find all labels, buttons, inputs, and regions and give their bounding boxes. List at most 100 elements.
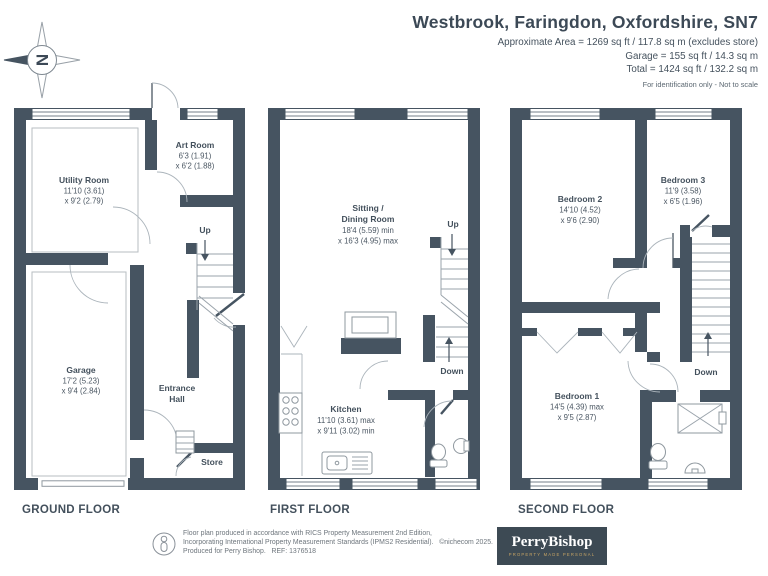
first-up-arrow [448,249,456,256]
kitchen-window-right [351,478,419,490]
kitchen-door [359,360,389,390]
svg-text:x 9'2 (2.79): x 9'2 (2.79) [65,197,104,206]
second-floor-plan: Down Bedroom 2 14'10 (4.52) x 9'6 (2.90)… [510,108,742,516]
sitting-window-right [406,108,469,120]
svg-text:6'3 (1.91): 6'3 (1.91) [179,152,212,161]
svg-text:Bedroom 3: Bedroom 3 [661,175,706,185]
corner-cupboard [280,325,308,348]
ground-floor-plan: Up Art Room 6'3 (1.91) x 6'2 (1.88) Util… [14,82,245,516]
bedroom3-door [691,214,710,232]
disclaimer: For identification only - Not to scale [642,79,758,89]
second-floor-title: SECOND FLOOR [518,504,615,516]
second-down-arrow [704,332,712,339]
utility-window [31,108,131,120]
art-room-label: Art Room 6'3 (1.91) x 6'2 (1.88) [176,140,215,171]
sitting-room-label: Sitting / Dining Room 18'4 (5.59) min x … [338,203,398,246]
utility-door [69,264,109,304]
svg-text:14'10 (4.52): 14'10 (4.52) [559,206,601,215]
shower-room-window [647,478,709,490]
svg-text:Entrance: Entrance [159,383,196,393]
wc-door [440,399,454,415]
hall-door [112,206,151,245]
bedroom2-window [529,108,601,120]
svg-text:x 6'5 (1.96): x 6'5 (1.96) [664,197,703,206]
garage-label: Garage 17'2 (5.23) x 9'4 (2.84) [62,365,101,396]
first-up-label: Up [447,219,458,229]
svg-text:11'10 (3.61): 11'10 (3.61) [64,187,105,196]
approx-area: Approximate Area = 1269 sq ft / 117.8 sq… [497,37,758,48]
bedroom1-wardrobes [522,328,638,354]
footer: Floor plan produced in accordance with R… [151,529,493,559]
second-down-label: Down [694,367,717,377]
bedroom2-label: Bedroom 2 14'10 (4.52) x 9'6 (2.90) [558,194,603,225]
garage-access-door [143,409,178,444]
svg-text:x 9'4 (2.84): x 9'4 (2.84) [62,387,101,396]
bedroom2-door [607,268,640,300]
first-floor-title: FIRST FLOOR [270,504,350,516]
sink [321,451,373,475]
wc-toilet [429,443,448,468]
ground-floor-title: GROUND FLOOR [22,504,121,516]
kitchen-window-left [285,478,341,490]
svg-text:11'10 (3.61) max: 11'10 (3.61) max [317,416,375,425]
store-steps [175,430,195,454]
svg-text:Garage: Garage [66,365,96,375]
header: Westbrook, Faringdon, Oxfordshire, SN7 A… [412,12,758,89]
svg-text:x 9'11 (3.02) min: x 9'11 (3.02) min [317,427,374,436]
entrance-door [215,293,245,317]
oven-unit [344,311,397,339]
wc-basin [453,438,470,454]
sitting-window-left [284,108,356,120]
entrance-hall-label: Entrance Hall [159,383,196,404]
compass-icon: N [3,21,81,99]
agent-logo-name: PerryBishop [511,534,593,550]
art-room-exterior-door [151,82,179,109]
svg-text:Bedroom 1: Bedroom 1 [555,391,600,401]
svg-text:17'2 (5.23): 17'2 (5.23) [62,377,99,386]
svg-text:Kitchen: Kitchen [330,404,361,414]
svg-text:18'4 (5.59) min: 18'4 (5.59) min [342,226,394,235]
first-down-arrow [445,337,453,344]
art-room-window [186,108,219,120]
svg-text:Bedroom 2: Bedroom 2 [558,194,603,204]
svg-text:14'5 (4.39) max: 14'5 (4.39) max [550,403,604,412]
svg-text:x 9'6 (2.90): x 9'6 (2.90) [561,216,600,225]
svg-text:Dining Room: Dining Room [342,214,395,224]
store-label: Store [201,457,223,467]
kitchen-label: Kitchen 11'10 (3.61) max x 9'11 (3.02) m… [317,404,375,436]
second-stairs [692,243,730,353]
first-down-label: Down [440,366,463,376]
garage-area: Garage = 155 sq ft / 14.3 sq m [625,50,758,62]
ground-up-label: Up [199,225,210,235]
svg-text:Art Room: Art Room [176,140,215,150]
bedroom3-label: Bedroom 3 11'9 (3.58) x 6'5 (1.96) [661,175,706,206]
hob [278,392,303,434]
ground-up-arrow [201,254,209,261]
svg-text:x 16'3 (4.95) max: x 16'3 (4.95) max [338,237,398,246]
utility-room-label: Utility Room 11'10 (3.61) x 9'2 (2.79) [59,175,109,206]
svg-text:Sitting /: Sitting / [352,203,384,213]
first-stairs [436,237,469,358]
wc-window [434,478,478,490]
agent-logo-tagline: PROPERTY MADE PERSONAL [508,552,596,557]
total-area: Total = 1424 sq ft / 132.2 sq m [626,64,758,75]
bedroom1-window [529,478,603,490]
first-floor-plan: Up Down Sitting / Dining Room 18'4 (5.59… [268,108,480,516]
svg-text:x 6'2 (1.88): x 6'2 (1.88) [176,162,215,171]
art-room-door [156,171,188,203]
compass-letter: N [33,54,52,66]
footer-line3: Produced for Perry Bishop. REF: 1376518 [183,548,316,555]
svg-text:x 9'5 (2.87): x 9'5 (2.87) [558,413,597,422]
footer-line2: Incorporating International Property Mea… [183,539,493,546]
bedroom1-label: Bedroom 1 14'5 (4.39) max x 9'5 (2.87) [550,391,604,422]
garage-door [41,480,125,487]
agent-logo: PerryBishop PROPERTY MADE PERSONAL [497,527,607,565]
shower [677,403,727,434]
footer-line1: Floor plan produced in accordance with R… [183,530,432,537]
bedroom3-window [654,108,713,120]
shower-room-door [649,363,679,393]
bedroom1-door [627,360,661,393]
nichecom-icon [152,532,176,556]
